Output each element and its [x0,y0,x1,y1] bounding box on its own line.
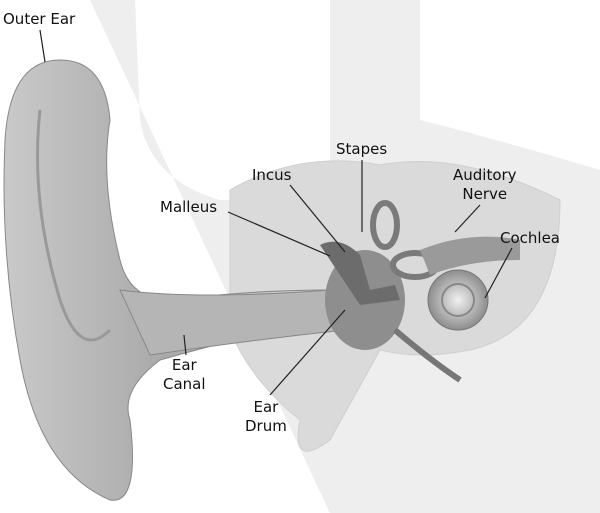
label-ear-canal: Ear Canal [163,356,206,394]
eustachian-tube [393,327,462,383]
label-outer-ear: Outer Ear [3,10,76,28]
leader-lines [39,29,513,396]
label-auditory-nerve-line2: Nerve [462,185,508,203]
label-stapes: Stapes [336,140,388,158]
label-cochlea: Cochlea [500,229,560,247]
label-ear-drum: Ear Drum [245,398,287,436]
outer-ear-shape [3,59,331,501]
label-auditory-nerve: Auditory Nerve [453,166,517,204]
ossicles [320,241,400,305]
label-incus: Incus [252,166,292,184]
label-ear-drum-line1: Ear [253,398,279,416]
label-ear-drum-line2: Drum [245,417,287,435]
label-ear-canal-line2: Canal [163,375,206,393]
semicircular-canal [370,200,400,250]
label-malleus: Malleus [160,198,218,216]
auditory-nerve-shape [420,236,520,275]
inner-fold [36,109,112,342]
cochlea-spiral [441,283,475,317]
label-auditory-nerve-line1: Auditory [453,166,517,184]
label-ear-canal-line1: Ear [171,356,197,374]
cochlea-shape [427,269,489,331]
